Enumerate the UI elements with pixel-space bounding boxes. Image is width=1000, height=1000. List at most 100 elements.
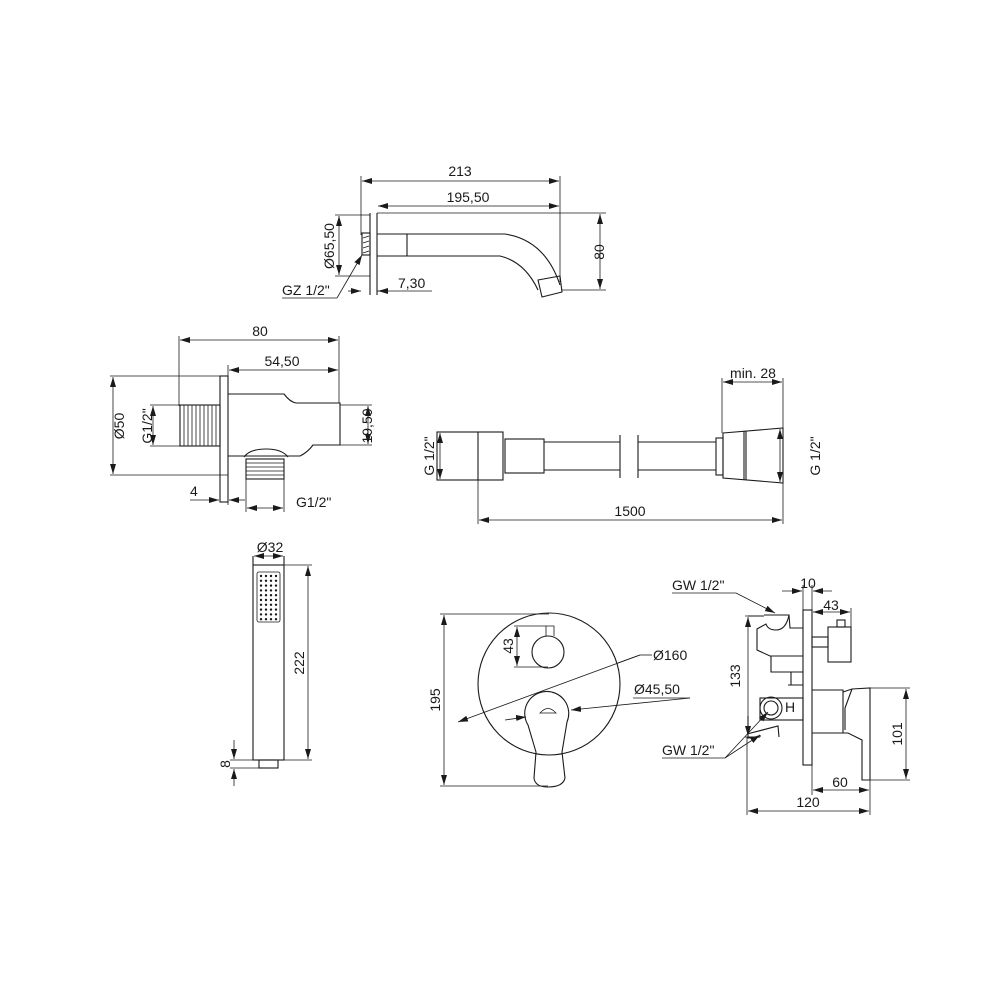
mixer-front-dim-195: 195: [427, 688, 443, 712]
nozzle-dot: [274, 584, 278, 587]
nozzle-dot: [274, 574, 278, 578]
nozzle-dot: [269, 594, 273, 597]
nozzle-dot: [264, 589, 268, 592]
hand-shower-dim-32: Ø32: [257, 539, 284, 555]
nozzle-dot: [259, 589, 263, 592]
spray-nozzles: [259, 574, 278, 621]
hose-thread-left-label: G 1/2": [421, 436, 437, 475]
nozzle-dot: [259, 594, 263, 597]
mixer-side-dim-43: 43: [823, 597, 839, 613]
elbow-thread-bottom: [245, 458, 285, 480]
spray-face: [256, 571, 281, 623]
nozzle-dot: [264, 613, 268, 616]
mixer-side-drawing: H 10 43 133 101 60 120 GW 1/2": [662, 575, 910, 815]
hose-dim-1500: 1500: [614, 503, 645, 519]
hose-dim-min28: min. 28: [730, 365, 776, 381]
hose-drawing: G 1/2" G 1/2" 1500 min. 28: [421, 365, 823, 524]
nozzle-dot: [269, 598, 273, 602]
nozzle-dot: [269, 584, 273, 587]
mixer-side-dim-101: 101: [889, 722, 905, 746]
elbow-thread-bottom-label: G1/2": [296, 494, 331, 510]
nozzle-dot: [259, 574, 263, 578]
mixer-side-plate: [802, 609, 813, 766]
nozzle-dot: [264, 574, 268, 578]
mixer-inlet-outer: [759, 696, 783, 720]
nozzle-dot: [274, 589, 278, 592]
elbow-dim-80: 80: [252, 323, 268, 339]
diverter-knob-side: [827, 626, 852, 663]
mixer-handle: [524, 690, 570, 788]
nozzle-dot: [264, 608, 268, 611]
nozzle-dot: [259, 613, 263, 616]
elbow-dim-plate-diameter: Ø50: [111, 413, 127, 440]
brand-logo: [539, 708, 557, 714]
spout-body: [377, 233, 561, 291]
nozzle-dot: [269, 618, 273, 621]
nozzle-dot: [259, 584, 263, 587]
hose-thread-right-label: G 1/2": [807, 436, 823, 475]
nozzle-dot: [274, 618, 278, 621]
mixer-side-dim-133: 133: [727, 664, 743, 688]
mixer-front-drawing: 43 195 Ø160 Ø45,50: [427, 612, 691, 788]
elbow-body: [228, 393, 341, 457]
mixer-side-dim-60: 60: [832, 774, 848, 790]
nozzle-dot: [264, 618, 268, 621]
spout-dim-730: 7,30: [398, 275, 425, 291]
spout-dim-19550: 195,50: [447, 189, 490, 205]
wall-elbow-drawing: 80 54,50 Ø50 G1/2" 19,50 4 G1/2": [110, 323, 375, 512]
spout-dim-213: 213: [448, 163, 472, 179]
hose-tube: [544, 441, 716, 471]
nozzle-dot: [264, 598, 268, 602]
nozzle-dot: [274, 603, 278, 606]
mixer-cover-plate: [477, 612, 621, 756]
hot-mark: H: [785, 699, 795, 715]
nozzle-dot: [269, 574, 273, 578]
mixer-side-thread-bottom: GW 1/2": [662, 742, 714, 758]
spout-tip: [537, 275, 563, 298]
mixer-front-dim-160: Ø160: [653, 647, 687, 663]
nozzle-dot: [269, 579, 273, 582]
nozzle-dot: [264, 579, 268, 582]
elbow-wall-plate: [219, 375, 229, 503]
mixer-body-upper: [756, 614, 803, 657]
diverter-knob: [531, 635, 565, 669]
hand-shower-drawing: 222 Ø32 8: [217, 539, 312, 786]
hose-cone: [722, 427, 784, 484]
mixer-front-dim-43: 43: [500, 638, 516, 654]
nozzle-dot: [264, 584, 268, 587]
nozzle-dot: [259, 618, 263, 621]
nozzle-dot: [259, 608, 263, 611]
hand-shower-dim-8: 8: [217, 760, 233, 768]
nozzle-dot: [259, 579, 263, 582]
hand-shower-dim-222: 222: [291, 651, 307, 675]
elbow-dim-5450: 54,50: [264, 353, 299, 369]
nozzle-dot: [264, 603, 268, 606]
nozzle-dot: [259, 598, 263, 602]
mixer-side-dim-120: 120: [796, 794, 820, 810]
spout-drawing: 213 195,50 80 Ø65,50 7,30 GZ 1/2": [282, 163, 607, 299]
spout-dim-plate-diameter: Ø65,50: [321, 223, 337, 269]
elbow-thread-left-label: G1/2": [139, 408, 155, 443]
mixer-handle-side: [842, 687, 871, 781]
mixer-side-dim-10: 10: [800, 575, 816, 591]
mixer-inlet-inner: [763, 700, 779, 716]
nozzle-dot: [269, 603, 273, 606]
nozzle-dot: [264, 594, 268, 597]
nozzle-dot: [274, 598, 278, 602]
nozzle-dot: [269, 613, 273, 616]
elbow-dim-4: 4: [190, 483, 198, 499]
hand-shower-body: [252, 564, 285, 761]
mixer-cartridge: [812, 689, 844, 734]
spout-thread-label: GZ 1/2": [282, 282, 330, 298]
nozzle-dot: [269, 608, 273, 611]
hose-nut-left: [436, 431, 504, 481]
nozzle-dot: [259, 603, 263, 606]
spout-dim-80: 80: [591, 244, 607, 260]
nozzle-dot: [274, 594, 278, 597]
nozzle-dot: [274, 608, 278, 611]
nozzle-dot: [274, 613, 278, 616]
mixer-side-thread-top: GW 1/2": [672, 577, 724, 593]
mixer-front-dim-4550: Ø45,50: [634, 681, 680, 697]
